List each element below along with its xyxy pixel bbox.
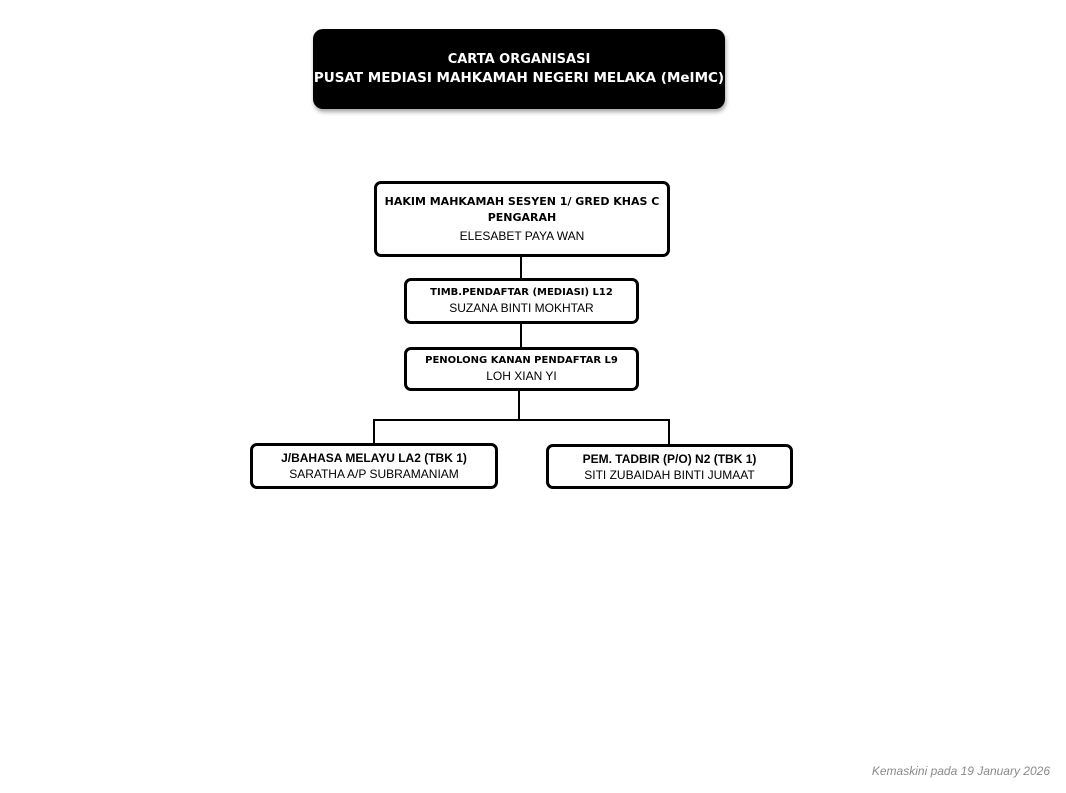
node-language-officer: J/BAHASA MELAYU LA2 (TBK 1) SARATHA A/P … xyxy=(250,443,498,489)
node-assistant-role: PENOLONG KANAN PENDAFTAR L9 xyxy=(425,355,618,366)
node-language-officer-role: J/BAHASA MELAYU LA2 (TBK 1) xyxy=(281,451,467,465)
node-deputy-registrar: TIMB.PENDAFTAR (MEDIASI) L12 SUZANA BINT… xyxy=(404,278,639,324)
connector-branch-left xyxy=(373,419,375,443)
node-language-officer-name: SARATHA A/P SUBRAMANIAM xyxy=(289,467,459,481)
node-director: HAKIM MAHKAMAH SESYEN 1/ GRED KHAS C PEN… xyxy=(374,181,670,257)
chart-title: CARTA ORGANISASI xyxy=(447,52,591,67)
node-admin-officer: PEM. TADBIR (P/O) N2 (TBK 1) SITI ZUBAID… xyxy=(546,444,793,489)
node-admin-officer-name: SITI ZUBAIDAH BINTI JUMAAT xyxy=(584,467,755,482)
node-deputy-role: TIMB.PENDAFTAR (MEDIASI) L12 xyxy=(430,287,613,298)
chart-subtitle: PUSAT MEDIASI MAHKAMAH NEGERI MELAKA (Me… xyxy=(313,70,725,86)
last-updated-note: Kemaskini pada 19 January 2026 xyxy=(871,764,1050,778)
connector-branch-right xyxy=(668,419,670,444)
chart-title-banner: CARTA ORGANISASI PUSAT MEDIASI MAHKAMAH … xyxy=(313,29,725,109)
connector-branch-horizontal xyxy=(373,419,670,421)
node-director-role: HAKIM MAHKAMAH SESYEN 1/ GRED KHAS C xyxy=(384,195,660,208)
node-assistant-name: LOH XIAN YI xyxy=(486,369,557,383)
connector-deputy-assistant xyxy=(520,324,522,347)
connector-director-deputy xyxy=(520,257,522,278)
node-senior-assistant-registrar: PENOLONG KANAN PENDAFTAR L9 LOH XIAN YI xyxy=(404,347,639,391)
connector-assistant-branch xyxy=(518,391,520,420)
node-admin-officer-role: PEM. TADBIR (P/O) N2 (TBK 1) xyxy=(582,451,757,466)
node-director-title: PENGARAH xyxy=(487,211,557,224)
node-deputy-name: SUZANA BINTI MOKHTAR xyxy=(449,301,594,315)
node-director-name: ELESABET PAYA WAN xyxy=(459,229,585,243)
